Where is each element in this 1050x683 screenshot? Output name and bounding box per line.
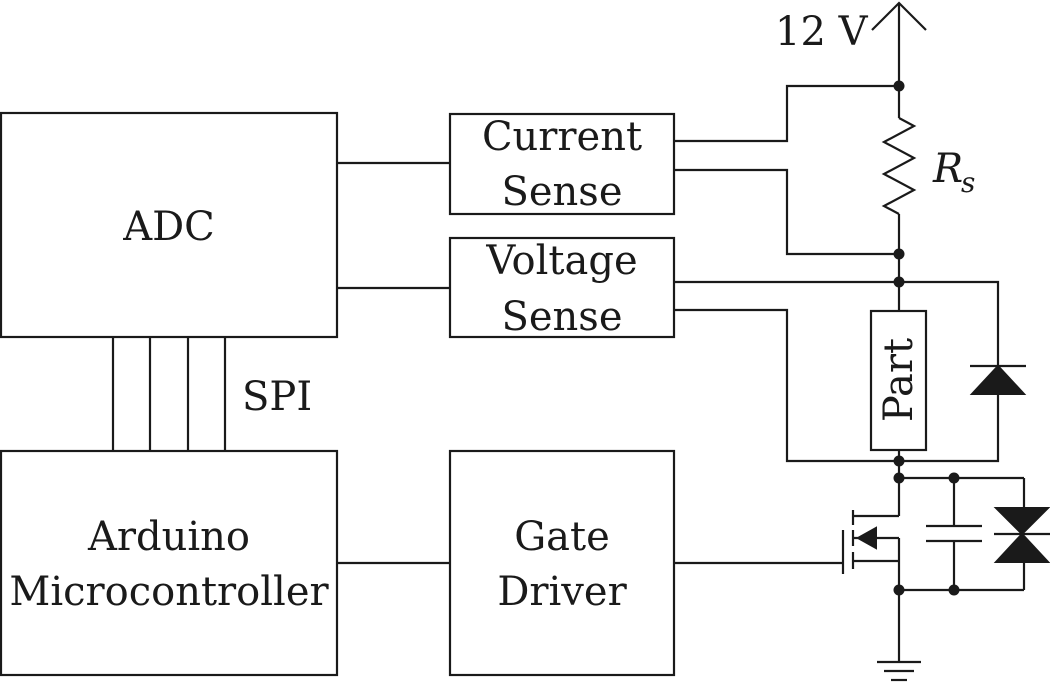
resistor-label-subscript: s	[961, 166, 975, 199]
voltage-sense-label-line1: Voltage	[485, 238, 637, 284]
mosfet-icon	[841, 478, 901, 590]
arduino-block: Arduino Microcontroller	[0, 449, 339, 677]
gate-driver-block: Gate Driver	[448, 449, 676, 677]
spi-label: SPI	[242, 374, 312, 420]
adc-block: ADC	[0, 111, 339, 339]
junction-dots	[893, 80, 960, 596]
arduino-label-line1: Arduino	[87, 514, 250, 560]
snubber-capacitor-icon	[926, 478, 982, 590]
supply-arrow-icon	[871, 1, 927, 86]
arduino-label-line2: Microcontroller	[9, 569, 329, 615]
spi-bus	[111, 337, 227, 451]
part-block: Part	[869, 309, 928, 452]
gate-driver-label-line2: Driver	[497, 569, 627, 615]
resistor-label: R s	[932, 146, 975, 199]
shunt-resistor-icon	[881, 86, 917, 254]
current-sense-label-line2: Sense	[501, 169, 622, 215]
resistor-label-symbol: R	[932, 146, 963, 192]
voltage-sense-high-wire	[674, 280, 1000, 366]
current-sense-low-wire	[674, 168, 899, 256]
gate-driver-label-line1: Gate	[514, 514, 610, 560]
adc-label: ADC	[122, 204, 215, 250]
tvs-diode-icon	[993, 478, 1050, 590]
voltage-sense-label-line2: Sense	[501, 294, 622, 340]
voltage-sense-low-wire	[674, 308, 1000, 463]
ground-icon	[877, 590, 921, 682]
current-sense-block: Current Sense	[448, 112, 676, 216]
freewheel-diode-icon	[969, 364, 1027, 395]
current-sense-label-line1: Current	[482, 114, 642, 160]
current-sense-high-wire	[674, 84, 899, 143]
voltage-sense-block: Voltage Sense	[448, 236, 676, 340]
part-label: Part	[876, 338, 922, 422]
supply-voltage-label: 12 V	[775, 9, 869, 55]
